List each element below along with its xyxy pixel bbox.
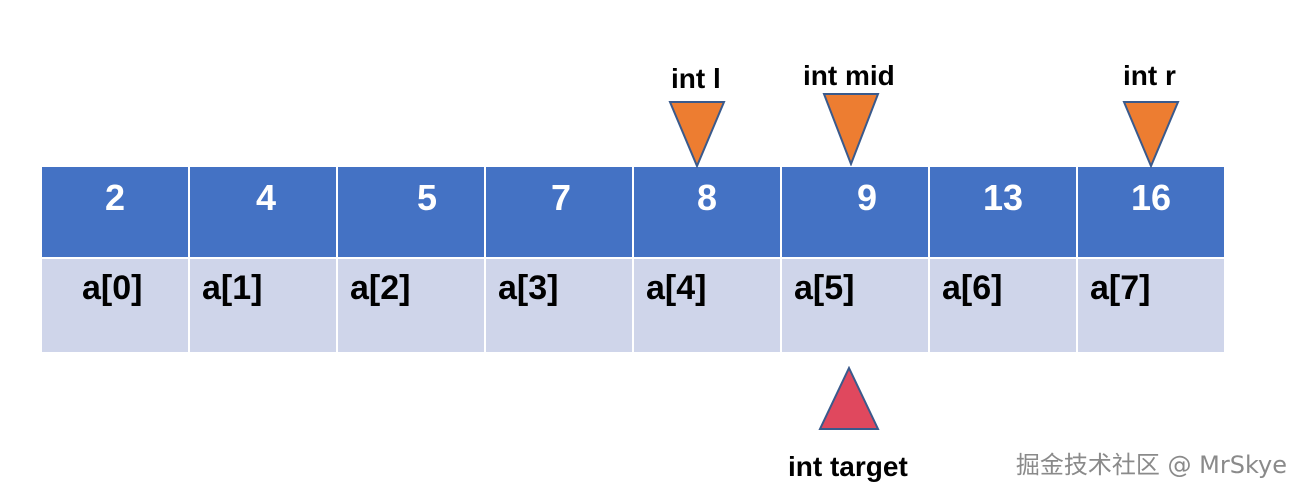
- value-cell: 16: [1078, 167, 1224, 257]
- index-text: a[0]: [82, 269, 143, 307]
- watermark: 掘金技术社区 @ MrSkye: [1015, 451, 1287, 479]
- index-cell: a[1]: [190, 259, 338, 352]
- pointer-l-label: int l: [671, 63, 721, 94]
- value-cell: 8: [634, 167, 782, 257]
- index-text: a[7]: [1090, 269, 1151, 307]
- pointer-l-arrow: [668, 101, 726, 168]
- value-cell: 4: [190, 167, 338, 257]
- pointer-mid-label: int mid: [803, 60, 895, 91]
- index-cell: a[5]: [782, 259, 930, 352]
- value-cell: 2: [42, 167, 190, 257]
- index-cell: a[0]: [42, 259, 190, 352]
- pointer-mid-arrow: [822, 93, 880, 166]
- value-cell: 5: [338, 167, 486, 257]
- target-arrow: [818, 366, 880, 430]
- index-text: a[5]: [794, 269, 855, 307]
- array-indices-row: a[0] a[1] a[2] a[3] a[4] a[5] a[6] a[7]: [42, 259, 1224, 352]
- pointer-r-label: int r: [1123, 60, 1176, 91]
- index-cell: a[3]: [486, 259, 634, 352]
- value-text: 4: [255, 177, 277, 218]
- index-cell: a[2]: [338, 259, 486, 352]
- value-text: 8: [696, 177, 718, 218]
- index-text: a[1]: [202, 269, 263, 307]
- index-cell: a[4]: [634, 259, 782, 352]
- value-text: 16: [1130, 177, 1172, 218]
- value-text: 2: [104, 177, 126, 218]
- index-cell: a[6]: [930, 259, 1078, 352]
- value-text: 7: [550, 177, 572, 218]
- index-text: a[2]: [350, 269, 411, 307]
- index-text: a[3]: [498, 269, 559, 307]
- index-cell: a[7]: [1078, 259, 1224, 352]
- value-text: 9: [856, 177, 878, 218]
- pointer-target-label: int target: [788, 451, 908, 482]
- value-cell: 13: [930, 167, 1078, 257]
- value-text: 13: [982, 177, 1024, 218]
- value-cell: 7: [486, 167, 634, 257]
- array-values-row: 2 4 5 7 8 9 13 16: [42, 167, 1224, 257]
- index-text: a[6]: [942, 269, 1003, 307]
- index-text: a[4]: [646, 269, 707, 307]
- pointer-r-arrow: [1122, 101, 1180, 168]
- value-text: 5: [416, 177, 438, 218]
- value-cell: 9: [782, 167, 930, 257]
